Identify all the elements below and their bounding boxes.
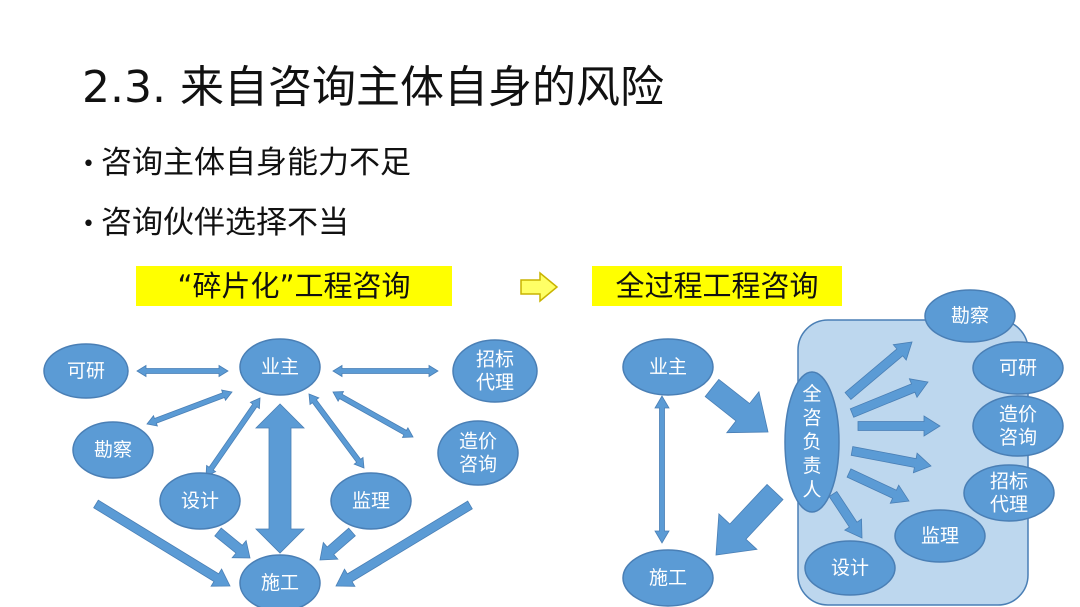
node-ellipse [622,549,714,607]
node-ellipse [924,289,1016,343]
node-label: 全 [802,383,821,405]
node-label: 监理 [352,490,390,512]
transition-arrow-icon [520,271,559,303]
node-label: 代理 [990,494,1028,516]
node-label: 监理 [921,525,959,547]
node-shigong-right: 施工 [622,549,714,607]
node-label: 业主 [261,356,299,378]
node-label: 咨询 [999,427,1037,449]
bullet-text: 咨询主体自身能力不足 [100,145,411,181]
node-ellipse [437,420,519,486]
node-ellipse [239,338,321,396]
arrow-yezhu-shigong-right [654,395,670,544]
node-label: 可研 [999,357,1037,379]
arrow-leader-kancha [844,341,913,400]
node-label: 施工 [649,567,687,589]
arrow-zaojia-shigong [335,500,473,587]
node-ellipse [804,540,896,596]
node-sheji-right: 设计 [804,540,896,596]
node-kyan-right: 可研 [972,341,1064,395]
node-label: 代理 [476,372,514,394]
node-label: 勘察 [951,305,989,327]
arrow-leader-sheji [828,490,863,539]
arrow-leader-shigong [715,483,784,556]
node-label: 人 [802,479,821,501]
node-label: 责 [802,455,821,477]
bullet-text: 咨询伙伴选择不当 [100,205,349,241]
node-label: 勘察 [94,439,132,461]
node-label: 造价 [999,404,1037,426]
arrow-sheji-yezhu [205,397,261,477]
node-label: 咨询 [459,454,497,476]
arrow-yezhu-leader [704,378,769,434]
arrow-kancha-shigong [93,499,231,587]
arrow-leader-zaojia [857,415,941,437]
node-ellipse [894,509,986,563]
node-label: 招标 [476,349,514,371]
node-kancha-right: 勘察 [924,289,1016,343]
node-label: 负 [802,431,821,453]
node-ellipse [972,395,1064,457]
bullet-2: •咨询伙伴选择不当 [82,203,349,245]
node-sheji: 设计 [159,472,241,530]
node-ellipse [330,472,412,530]
arrow-yezhu-zhaobiao [332,364,439,378]
arrow-sheji-shigong [214,527,251,559]
right-diagram-label: 全过程工程咨询 [592,266,842,306]
arrow-kyan-yezhu [136,364,229,378]
arrow-leader-zhaobiao [850,446,932,474]
arrow-kancha-yezhu [146,389,233,427]
node-label: 造价 [459,431,497,453]
left-diagram-label: “碎片化”工程咨询 [136,266,452,306]
node-ellipse [452,339,538,403]
bullet-dot-icon: • [82,151,95,177]
node-label: 设计 [181,490,219,512]
node-label: 业主 [649,356,687,378]
arrow-leader-jianli [846,468,910,504]
node-ellipse [963,464,1055,522]
node-ellipse [159,472,241,530]
arrow-zaojia-yezhu [332,391,414,438]
node-ellipse [72,421,154,479]
node-kancha: 勘察 [72,421,154,479]
arrow-jianli-yezhu [308,393,365,469]
node-ellipse [784,371,840,513]
node-label: 招标 [990,471,1028,493]
node-ellipse [622,338,714,396]
node-label: 施工 [261,572,299,594]
bullet-1: •咨询主体自身能力不足 [82,143,411,185]
node-ellipse [43,343,129,399]
node-jianli: 监理 [330,472,412,530]
node-yezhu: 业主 [239,338,321,396]
node-kyan: 可研 [43,343,129,399]
arrow-yezhu-shigong [255,403,305,554]
node-shigong: 施工 [239,554,321,607]
node-jianli-right: 监理 [894,509,986,563]
node-ellipse [972,341,1064,395]
arrow-jianli-shigong [319,527,356,561]
node-label: 咨 [802,407,821,429]
node-label: 可研 [67,360,105,382]
node-label: 设计 [831,557,869,579]
slide-title: 2.3. 来自咨询主体自身的风险 [82,62,664,113]
node-ellipse [239,554,321,607]
bullet-dot-icon: • [82,211,95,237]
node-yezhu-right: 业主 [622,338,714,396]
arrow-leader-kyan [849,378,929,418]
